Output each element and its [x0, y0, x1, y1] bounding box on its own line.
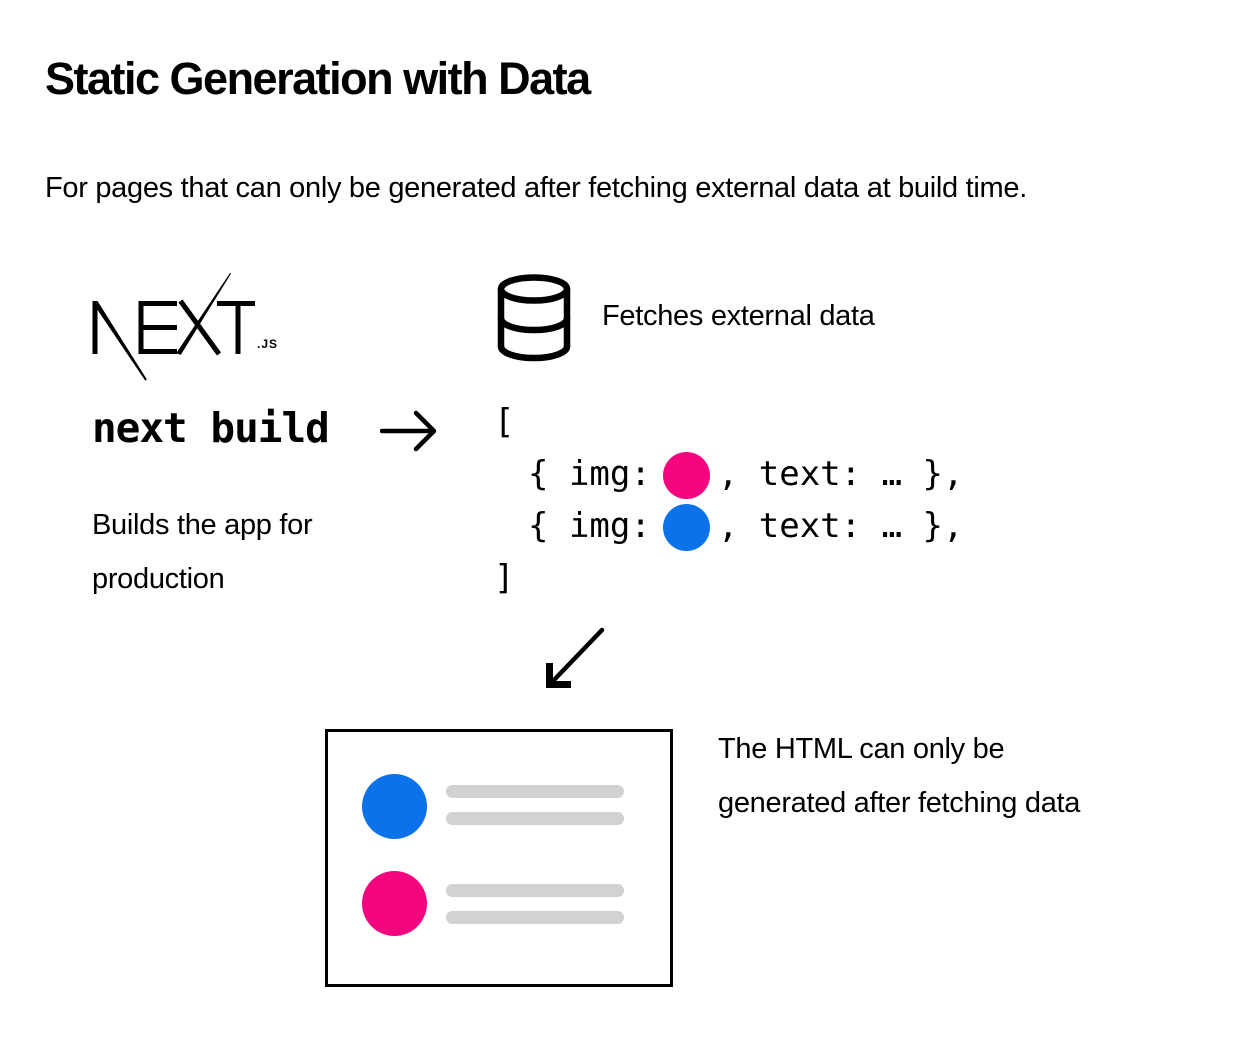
fetched-data-code-block: [ { img:, text: … }, { img:, text: … }, …: [494, 396, 963, 604]
code-prefix: { img:: [528, 506, 651, 546]
skeleton-text-line: [446, 812, 624, 825]
next-build-command: next build: [92, 404, 330, 452]
result-caption-line: generated after fetching data: [718, 787, 1081, 819]
build-caption-line: Builds the app for: [92, 509, 313, 541]
fetch-data-label: Fetches external data: [602, 300, 875, 332]
code-row: { img: , text: … },: [494, 448, 963, 500]
code-suffix: , text: … },: [717, 506, 964, 546]
result-caption: The HTML can only be generated after fet…: [718, 722, 1080, 830]
skeleton-text-line: [446, 785, 624, 798]
image-placeholder-circle: [662, 504, 710, 551]
code-close-bracket: ]: [494, 558, 515, 598]
result-caption-line: The HTML can only be: [718, 733, 1005, 765]
avatar-circle: [362, 774, 427, 839]
code-open-bracket: [: [494, 402, 515, 442]
skeleton-text-line: [446, 911, 624, 924]
code-suffix: , text: … },: [717, 454, 964, 494]
image-placeholder-circle: [662, 452, 710, 499]
html-preview-card: [325, 729, 673, 987]
down-left-arrow-icon: [546, 627, 605, 688]
nextjs-logo: .JS: [92, 272, 278, 381]
code-row: { img: , text: … },: [494, 500, 963, 552]
logo-js-suffix: .JS: [257, 337, 278, 351]
avatar-circle: [362, 871, 427, 936]
right-arrow-icon: [380, 410, 437, 452]
build-caption-line: production: [92, 563, 225, 595]
page-subtitle: For pages that can only be generated aft…: [45, 172, 1027, 204]
skeleton-text-line: [446, 884, 624, 897]
database-icon: [497, 274, 571, 362]
code-prefix: { img:: [528, 454, 651, 494]
page-title: Static Generation with Data: [45, 53, 591, 104]
build-caption: Builds the app for production: [92, 498, 313, 606]
